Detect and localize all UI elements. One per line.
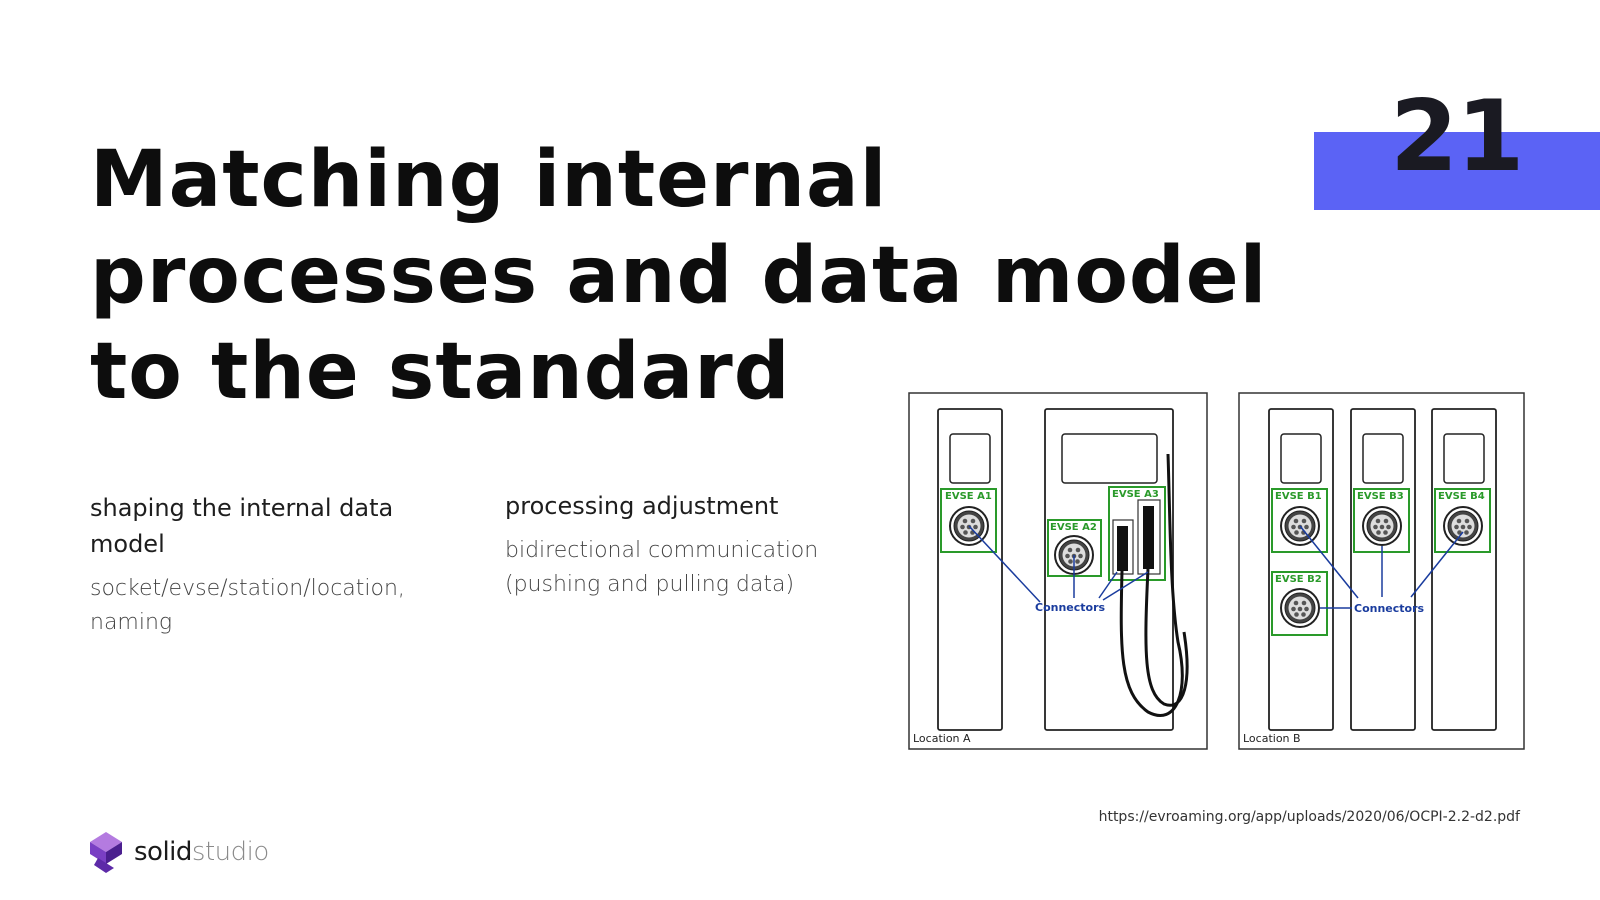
title-line: processes and data model — [90, 231, 1268, 321]
column-heading: processing adjustment — [505, 492, 779, 520]
title-line: Matching internal — [90, 135, 888, 225]
evse-box — [1271, 571, 1328, 636]
evse-label: EVSE B2 — [1275, 574, 1322, 585]
leader-line — [1299, 525, 1359, 599]
display-screen — [1061, 433, 1158, 484]
location-a-label: Location A — [913, 732, 971, 745]
connectors-label: Connectors — [1035, 601, 1106, 614]
charging-cable — [1119, 453, 1184, 717]
connector-socket — [1280, 588, 1320, 628]
source-link[interactable]: https://evroaming.org/app/uploads/2020/0… — [1098, 809, 1520, 825]
cable-plug — [1117, 526, 1128, 571]
evse-label: EVSE A1 — [945, 491, 992, 502]
connectors-label: Connectors — [1354, 602, 1425, 615]
column-data-model: shaping the internal data model socket/e… — [90, 490, 450, 640]
evse-label: EVSE A3 — [1112, 489, 1159, 500]
evse-label: EVSE B3 — [1357, 491, 1404, 502]
column-processing: processing adjustment bidirectional comm… — [505, 488, 865, 602]
display-screen — [1362, 433, 1404, 484]
location-b-label: Location B — [1243, 732, 1301, 745]
solidstudio-logo: solidstudio — [88, 830, 269, 874]
logo-word-studio: studio — [191, 837, 269, 867]
evse-box — [940, 488, 997, 553]
evse-label: EVSE B4 — [1438, 491, 1485, 502]
leader-line — [1410, 531, 1464, 598]
slide-number-bar — [1314, 132, 1600, 210]
solidstudio-logo-icon — [90, 832, 122, 873]
location-b-panel: Location B EVSE B1 EVSE B2 EVSE B3 EVSE … — [1238, 392, 1525, 750]
leader-line — [1098, 571, 1118, 599]
display-screen — [949, 433, 991, 484]
column-body: socket/evse/station/location, naming — [90, 576, 405, 635]
display-screen — [1443, 433, 1485, 484]
column-heading: shaping the internal data model — [90, 494, 394, 558]
evse-box — [1271, 488, 1328, 553]
title-line: to the standard — [90, 327, 791, 417]
evse-label: EVSE B1 — [1275, 491, 1322, 502]
leader-line — [1102, 571, 1149, 601]
evse-label: EVSE A2 — [1050, 522, 1097, 533]
evse-box — [1108, 486, 1166, 581]
column-body: bidirectional communication (pushing and… — [505, 538, 819, 597]
evse-box — [1434, 488, 1491, 553]
ocpi-location-diagram: Location A EVSE A1 EVSE A2 EVSE A3 Conne… — [908, 392, 1526, 754]
location-a-panel: Location A EVSE A1 EVSE A2 EVSE A3 Conne… — [908, 392, 1208, 750]
charging-cable — [1144, 568, 1189, 707]
cable-plug — [1143, 506, 1154, 569]
display-screen — [1280, 433, 1322, 484]
logo-wordmark: solidstudio — [134, 837, 269, 867]
logo-word-solid: solid — [134, 837, 192, 867]
leader-line — [968, 525, 1041, 603]
connector-socket — [1362, 506, 1402, 546]
slide-number: 21 — [1390, 80, 1524, 194]
connector-socket — [1443, 506, 1483, 546]
slide-title: Matching internal processes and data mod… — [90, 132, 1270, 420]
